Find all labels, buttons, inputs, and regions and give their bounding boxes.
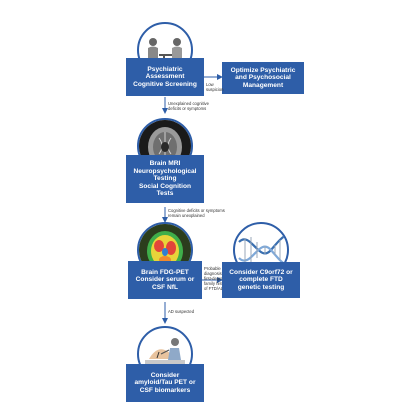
remain-unexplained-note: Cognitive deficits or symptoms remain un… [168,208,225,218]
psych-assessment-label: Psychiatric Assessment Cognitive Screeni… [133,65,197,88]
psych-assessment-box: Psychiatric Assessment Cognitive Screeni… [126,58,204,96]
amyloid-tau-box: Consider amyloid/Tau PET or CSF biomarke… [126,364,204,402]
brain-fdg-pet-label: Brain FDG-PET Consider serum or CSF NfL [135,268,195,291]
genetic-testing-label: Consider C9orf72 or complete FTD genetic… [229,268,293,291]
brain-mri-box: Brain MRI Neuropsychological Testing Soc… [126,155,204,203]
ad-suspected-note: AD suspected [168,309,195,314]
genetic-testing-box: Consider C9orf72 or complete FTD genetic… [222,262,300,298]
brain-fdg-pet-box: Brain FDG-PET Consider serum or CSF NfL [128,261,202,299]
unexplained-deficits-note: Unexplained cognitive deficits or sympto… [168,101,209,111]
amyloid-tau-label: Consider amyloid/Tau PET or CSF biomarke… [134,371,196,394]
brain-mri-label: Brain MRI Neuropsychological Testing Soc… [133,160,197,198]
optimize-management-label: Optimize Psychiatric and Psychosocial Ma… [230,66,296,89]
low-suspicion-note: Low suspicion [206,82,224,92]
optimize-management-box: Optimize Psychiatric and Psychosocial Ma… [222,62,304,94]
